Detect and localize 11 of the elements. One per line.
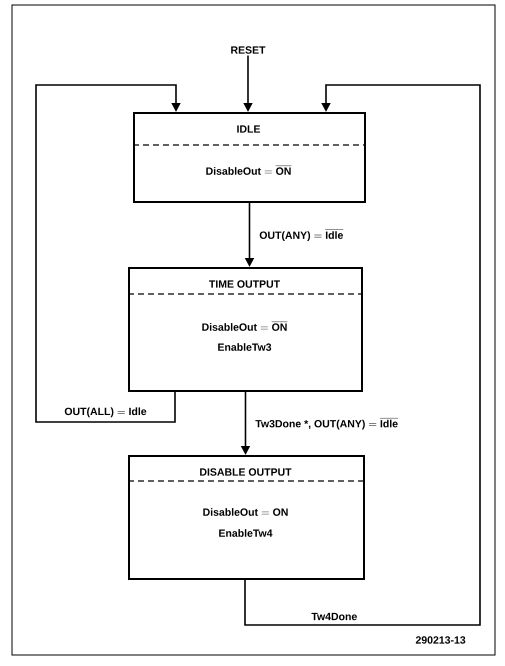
edge-label: $\text{Tw3Done *, OUT(ANY)} = \overline{\text{Idle}}$	[254, 416, 400, 430]
edge-label: $\text{OUT(ALL)} = \text{Idle}$	[63, 406, 148, 418]
edge-label: $\text{OUT(ANY)} = \overline{\text{Idle}}$	[258, 228, 344, 242]
edge-label: $\text{Tw4Done}$	[310, 612, 358, 622]
figure-number: 290213-13	[416, 636, 466, 644]
state-box: IDLE $\text{DisableOut} = \overline{\text{ON}}$	[133, 112, 366, 203]
arrow	[35, 84, 181, 423]
input-label: RESET	[231, 46, 266, 54]
state-box: TIME OUTPUT $\text{DisableOut} = \overline{\text{ON}}$ $\text{EnableTw3}$	[128, 267, 363, 392]
state-box: DISABLE OUTPUT $\text{DisableOut} = \text{ON}$ $\text{EnableTw4}$	[128, 455, 365, 580]
arrow	[244, 84, 481, 626]
